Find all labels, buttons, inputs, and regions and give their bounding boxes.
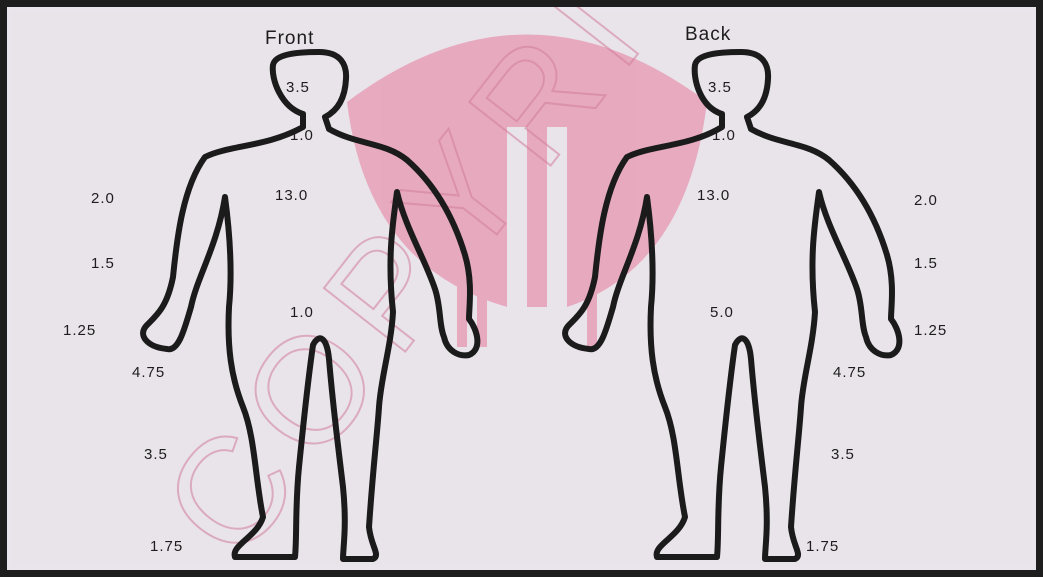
back-hand-value: 1.25 <box>914 323 947 338</box>
front-title: Front <box>265 29 314 48</box>
front-thigh-value: 4.75 <box>132 365 165 380</box>
front-forearm-value: 1.5 <box>91 256 115 271</box>
front-genitals-value: 1.0 <box>290 305 314 320</box>
front-neck-value: 1.0 <box>290 128 314 143</box>
back-neck-value: 1.0 <box>712 128 736 143</box>
front-hand-value: 1.25 <box>63 323 96 338</box>
front-leg-value: 3.5 <box>144 447 168 462</box>
back-forearm-value: 1.5 <box>914 256 938 271</box>
front-head-value: 3.5 <box>286 80 310 95</box>
back-foot-value: 1.75 <box>806 539 839 554</box>
back-trunk-value: 13.0 <box>697 188 730 203</box>
front-trunk-value: 13.0 <box>275 188 308 203</box>
back-leg-value: 3.5 <box>831 447 855 462</box>
back-thigh-value: 4.75 <box>833 365 866 380</box>
back-title: Back <box>685 25 731 44</box>
back-buttocks-value: 5.0 <box>710 305 734 320</box>
body-outlines <box>7 7 1036 570</box>
back-upper-arm-value: 2.0 <box>914 193 938 208</box>
back-head-value: 3.5 <box>708 80 732 95</box>
front-foot-value: 1.75 <box>150 539 183 554</box>
front-upper-arm-value: 2.0 <box>91 191 115 206</box>
